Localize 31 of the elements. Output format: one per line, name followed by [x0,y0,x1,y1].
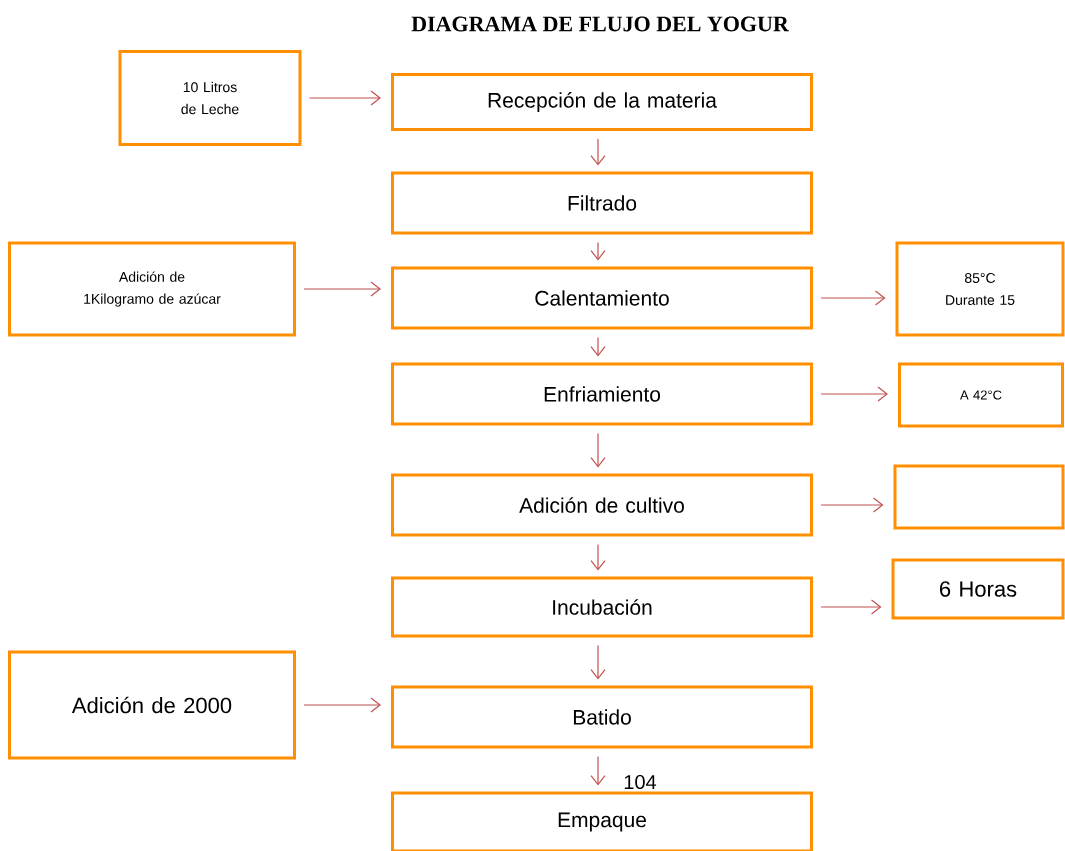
note-box: A 42°C [898,362,1064,428]
process-box: Calentamiento [391,266,813,330]
note-box: 6 Horas [891,558,1065,620]
arrow [590,336,606,357]
arrow [820,290,886,306]
arrow [590,241,606,261]
arrow [820,386,888,402]
title: DIAGRAMA DE FLUJO DEL YOGUR [411,16,790,32]
process-box: Filtrado [391,171,813,235]
note-box: 85°C Durante 15 [895,241,1065,337]
arrow [820,497,884,513]
note-box: Adición de 2000 [8,650,296,760]
arrow [820,599,882,615]
arrow [303,281,381,297]
note-box: Adición de 1Kilogramo de azúcar [8,241,296,337]
page-number: 104 [624,774,657,790]
note-box: 10 Litros de Leche [118,50,302,146]
process-box: Incubación [391,576,813,638]
arrow [590,644,606,680]
process-box: Enfriamiento [391,362,813,426]
arrow [590,755,606,786]
arrow [590,543,606,571]
note-box [893,464,1065,530]
process-box: Empaque [391,791,813,851]
process-box: Adición de cultivo [391,473,813,537]
arrow [303,697,381,713]
process-box: Recepción de la materia [391,73,813,131]
process-box: Batido [391,685,813,749]
arrow [590,138,606,166]
arrow [308,90,381,106]
arrow [590,432,606,468]
